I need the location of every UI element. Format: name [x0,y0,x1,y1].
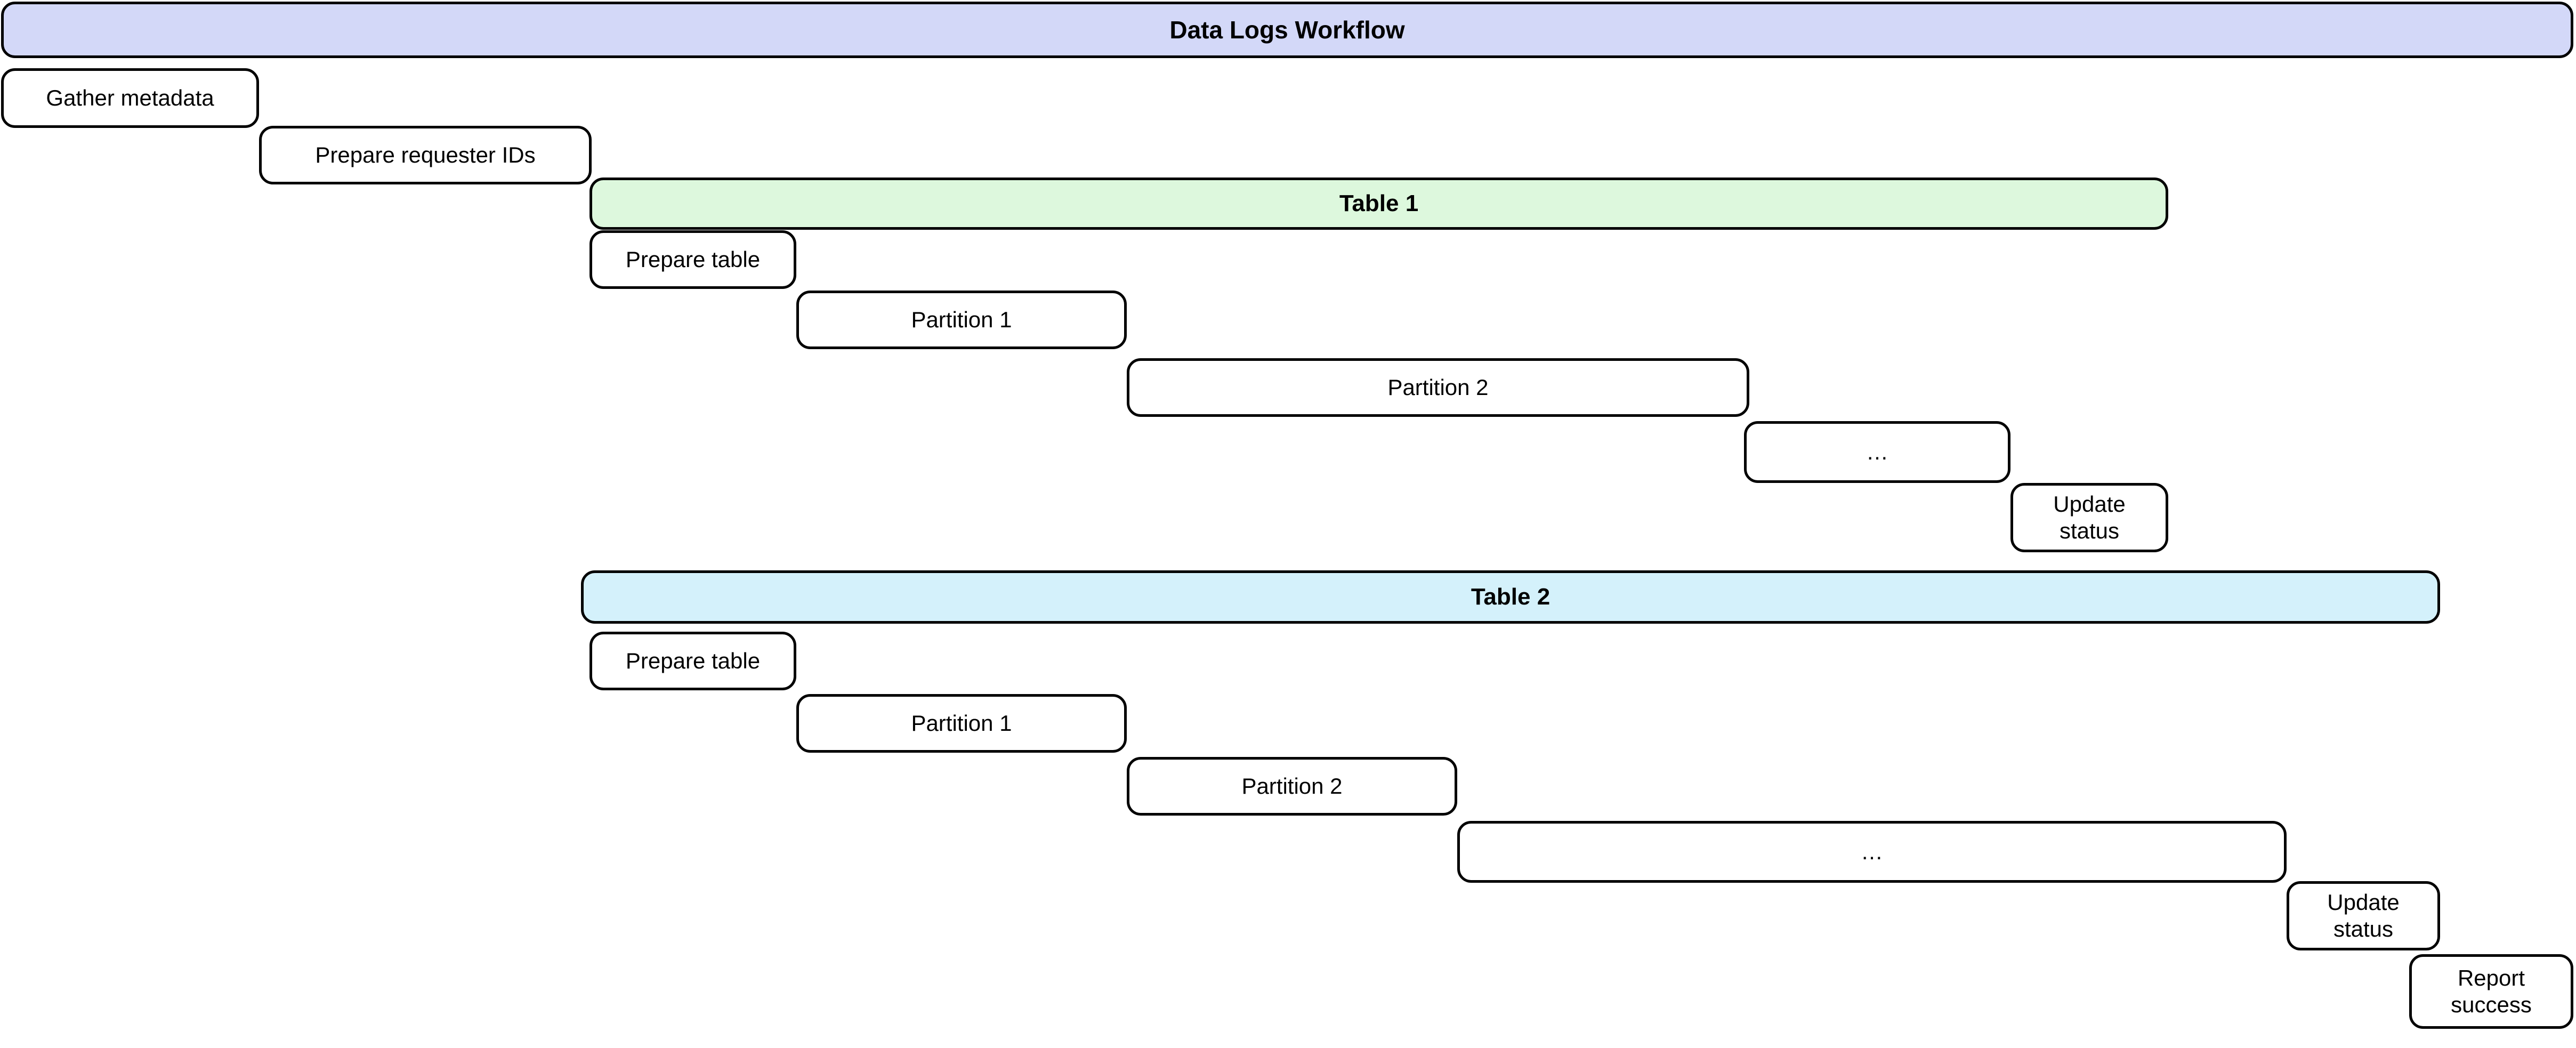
task-table2-more-partitions[interactable]: … [1457,821,2287,883]
task-table2-prepare-table[interactable]: Prepare table [590,632,796,690]
task-gather-metadata[interactable]: Gather metadata [1,68,259,128]
task-table1-partition-1[interactable]: Partition 1 [796,291,1127,349]
task-table2-partition-2[interactable]: Partition 2 [1127,757,1457,816]
group-table-1[interactable]: Table 1 [590,178,2168,230]
task-table2-partition-1[interactable]: Partition 1 [796,694,1127,753]
task-table1-update-status[interactable]: Update status [2010,483,2168,552]
workflow-header-bar[interactable]: Data Logs Workflow [1,2,2573,58]
group-table-2[interactable]: Table 2 [581,570,2440,624]
task-table2-update-status[interactable]: Update status [2287,881,2440,950]
task-report-success[interactable]: Report success [2409,954,2573,1029]
task-table1-prepare-table[interactable]: Prepare table [590,230,796,289]
task-prepare-requester-ids[interactable]: Prepare requester IDs [259,126,592,184]
task-table1-partition-2[interactable]: Partition 2 [1127,358,1749,417]
task-table1-more-partitions[interactable]: … [1744,421,2010,483]
